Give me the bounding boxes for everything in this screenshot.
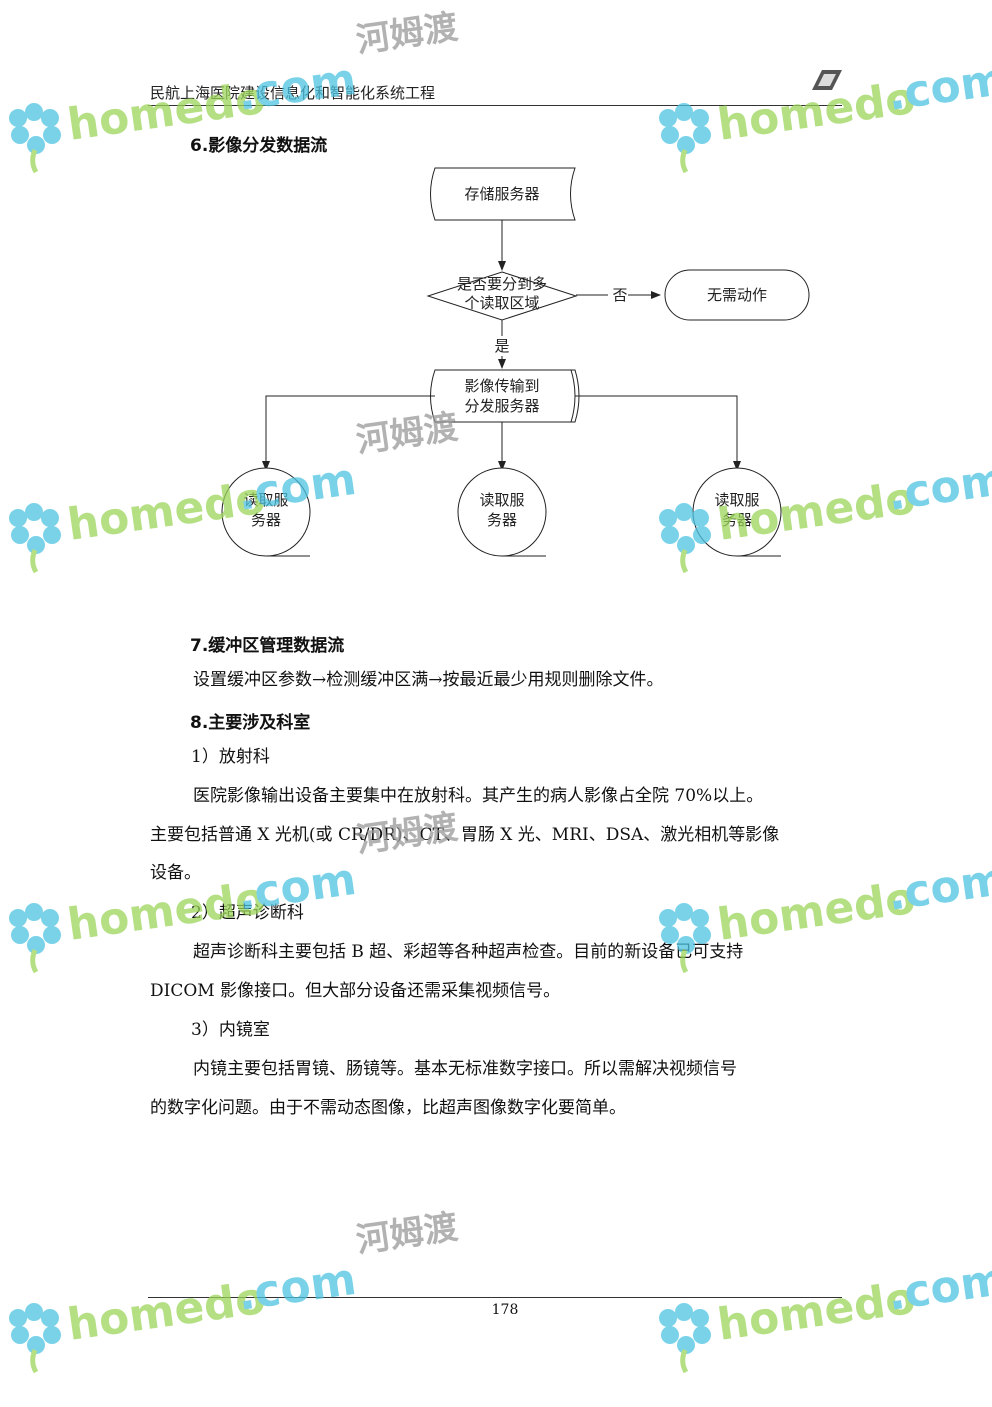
svg-text:.com: .com (884, 54, 992, 121)
item-3-paragraph-line2: 的数字化问题。由于不需动态图像，比超声图像数字化要简单。 (150, 1098, 626, 1118)
section-7-text: 设置缓冲区参数→检测缓冲区满→按最近最少用规则删除文件。 (193, 670, 664, 690)
footer-divider (148, 1297, 842, 1298)
svg-text:务器: 务器 (251, 511, 281, 529)
item-1-paragraph-line2: 主要包括普通 X 光机(或 CR/DR)、CT、胃肠 X 光、MRI、DSA、激… (150, 825, 780, 845)
svg-text:.com: .com (884, 1254, 992, 1321)
storage-server-label: 存储服务器 (464, 185, 539, 203)
svg-text:homedo: homedo (64, 1273, 268, 1351)
no-label: 否 (612, 286, 627, 304)
transfer-node: 影像传输到 分发服务器 (430, 369, 580, 423)
svg-text:河姆渡: 河姆渡 (354, 1207, 461, 1261)
section-8-title: 8.主要涉及科室 (190, 713, 311, 733)
reader-server-left: 读取服 务器 (221, 467, 311, 557)
page-number: 178 (491, 1302, 519, 1318)
svg-text:.com: .com (234, 1254, 359, 1321)
svg-text:.com: .com (884, 854, 992, 921)
flowchart: 存储服务器 是否要分到多 个读取区域 否 无需动作 是 影像传输到 分发服务器 … (221, 167, 810, 557)
item-2-paragraph-line1: 超声诊断科主要包括 B 超、彩超等各种超声检查。目前的新设备已可支持 (193, 942, 744, 962)
svg-text:河姆渡: 河姆渡 (354, 7, 461, 61)
transfer-label-line2: 分发服务器 (464, 397, 539, 415)
svg-text:读取服: 读取服 (714, 491, 759, 509)
reader-server-right: 读取服 务器 (692, 467, 782, 557)
section-7-title: 7.缓冲区管理数据流 (190, 636, 345, 656)
item-2-paragraph-line2: DICOM 影像接口。但大部分设备还需采集视频信号。 (150, 981, 561, 1001)
reader-server-middle: 读取服 务器 (457, 467, 547, 557)
arrow-to-reader-left (262, 395, 435, 471)
no-action-label: 无需动作 (707, 286, 767, 304)
item-3-title: 3）内镜室 (191, 1020, 270, 1040)
item-3-paragraph-line1: 内镜主要包括胃镜、肠镜等。基本无标准数字接口。所以需解决视频信号 (193, 1059, 737, 1079)
svg-text:homedo: homedo (714, 873, 918, 951)
header-title: 民航上海医院建设信息化和智能化系统工程 (150, 84, 436, 102)
item-1-paragraph-line1: 医院影像输出设备主要集中在放射科。其产生的病人影像占全院 70%以上。 (193, 786, 764, 806)
decision-label-line1: 是否要分到多 (457, 275, 547, 293)
decision-label-line2: 个读取区域 (464, 294, 539, 312)
svg-text:.com: .com (884, 454, 992, 521)
arrow-to-reader-right (575, 395, 741, 471)
section-6-title: 6.影像分发数据流 (190, 136, 328, 156)
svg-text:读取服: 读取服 (243, 491, 288, 509)
decision-node: 是否要分到多 个读取区域 (426, 271, 578, 321)
item-1-paragraph-line3: 设备。 (150, 863, 201, 883)
logo-icon (812, 70, 842, 90)
item-2-title: 2）超声诊断科 (191, 903, 304, 923)
yes-label: 是 (494, 337, 509, 355)
svg-text:务器: 务器 (487, 511, 517, 529)
svg-text:homedo: homedo (714, 1273, 918, 1351)
storage-server-node: 存储服务器 (430, 167, 576, 221)
no-action-node: 无需动作 (664, 269, 810, 321)
transfer-label-line1: 影像传输到 (464, 377, 539, 395)
header-divider (148, 105, 842, 106)
item-1-title: 1）放射科 (191, 747, 270, 767)
svg-text:务器: 务器 (722, 511, 752, 529)
svg-text:读取服: 读取服 (479, 491, 524, 509)
